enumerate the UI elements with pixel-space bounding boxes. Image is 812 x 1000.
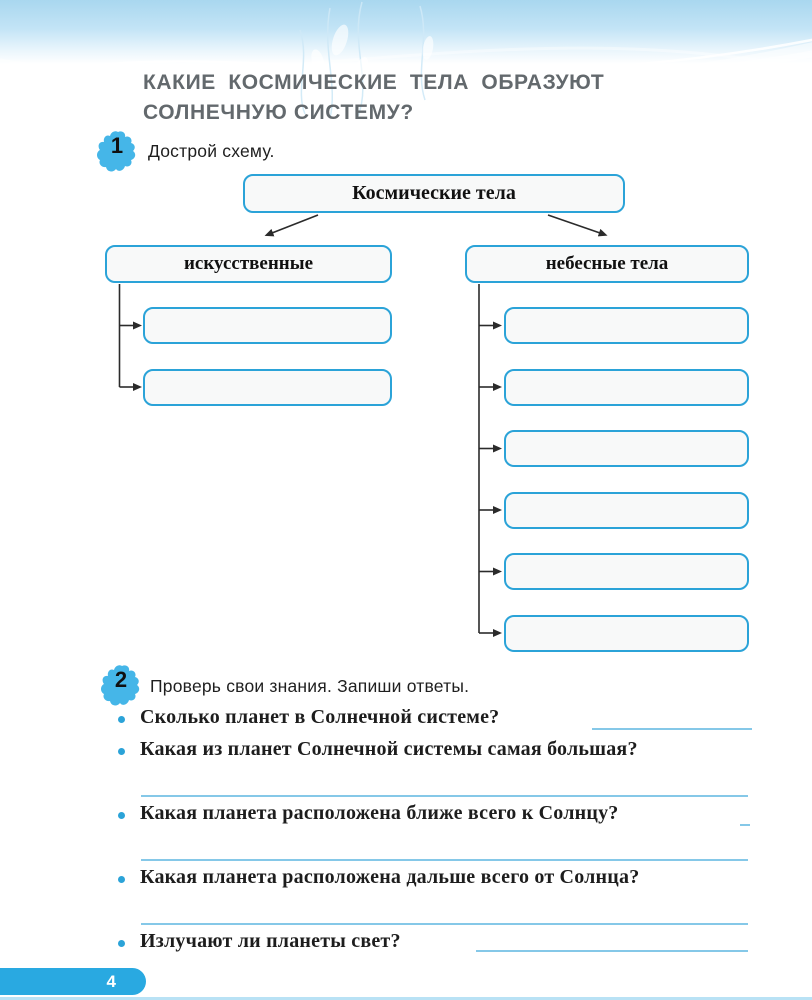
exercise2-leaf-badge: 2 <box>101 664 141 708</box>
celestial-empty-slots <box>504 307 749 652</box>
page-title: КАКИЕ КОСМИЧЕСКИЕ ТЕЛА ОБРАЗУЮТ СОЛНЕЧНУ… <box>143 68 663 128</box>
exercise2-instruction: Проверь свои знания. Запиши ответы. <box>150 676 470 696</box>
answer-line[interactable] <box>141 795 748 797</box>
answer-line[interactable] <box>141 859 748 861</box>
empty-slot[interactable] <box>504 368 749 406</box>
question-biggest-planet: Какая из планет Солнечной системы самая … <box>140 738 638 760</box>
bullet-icon <box>118 812 125 819</box>
empty-slot[interactable] <box>504 307 749 344</box>
bottom-edge-line <box>0 997 812 1000</box>
empty-slot[interactable] <box>504 430 749 467</box>
artificial-empty-slots <box>143 307 392 406</box>
bullet-icon <box>118 876 125 883</box>
bullet-icon <box>118 940 125 947</box>
header-decoration <box>0 0 812 64</box>
question-planets-count: Сколько планет в Солнечной системе? <box>140 706 500 728</box>
answer-line[interactable] <box>592 728 752 730</box>
empty-slot[interactable] <box>504 553 749 590</box>
leaf-blob-icon <box>101 665 140 706</box>
answer-line[interactable] <box>141 923 748 925</box>
question-closest-planet: Какая планета расположена ближе всего к … <box>140 802 619 824</box>
page-title-line1: КАКИЕ КОСМИЧЕСКИЕ ТЕЛА ОБРАЗУЮТ <box>143 71 605 94</box>
bullet-icon <box>118 748 125 755</box>
exercise1-number: 1 <box>110 133 124 158</box>
answer-line[interactable] <box>740 824 750 826</box>
exercise1-leaf-badge: 1 <box>97 130 137 174</box>
empty-slot[interactable] <box>143 307 392 344</box>
empty-slot[interactable] <box>504 614 749 652</box>
empty-slot[interactable] <box>143 368 392 406</box>
bullet-icon <box>118 716 125 723</box>
diagram-branch-celestial: небесные тела <box>465 245 749 283</box>
page-number-tab: 4 <box>0 968 146 995</box>
page-number: 4 <box>106 971 116 991</box>
empty-slot[interactable] <box>504 491 749 529</box>
answer-line[interactable] <box>476 950 748 952</box>
exercise1-instruction: Дострой схему. <box>148 141 275 161</box>
question-farthest-planet: Какая планета расположена дальше всего о… <box>140 866 640 888</box>
exercise2-number: 2 <box>114 667 128 692</box>
page-title-line2: СОЛНЕЧНУЮ СИСТЕМУ? <box>143 101 414 124</box>
leaf-blob-icon <box>97 131 136 172</box>
question-planets-emit-light: Излучают ли планеты свет? <box>140 930 401 952</box>
diagram-root-box: Космические тела <box>243 174 625 213</box>
diagram-branch-artificial: искусственные <box>105 245 392 283</box>
